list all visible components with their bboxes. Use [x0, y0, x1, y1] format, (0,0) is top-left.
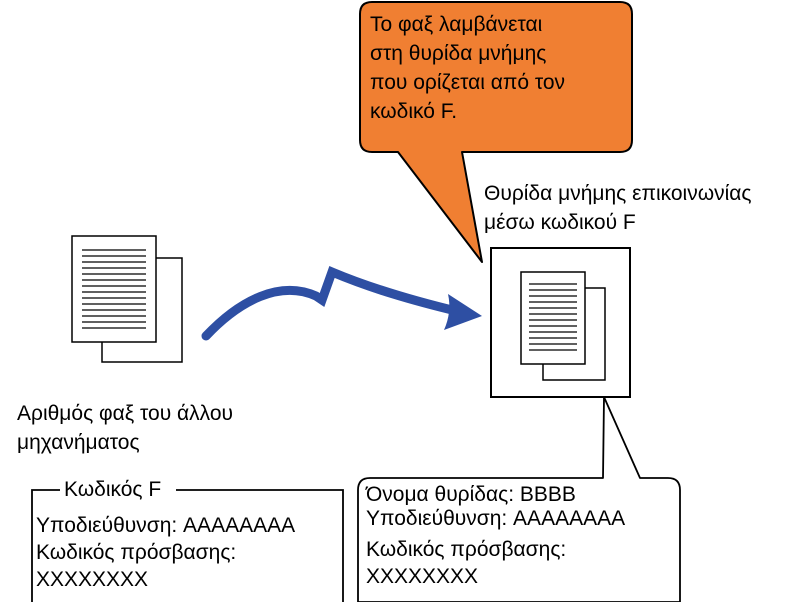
callout-line-1: Το φαξ λαμβάνεται	[370, 13, 543, 36]
transmission-arrow	[201, 266, 482, 341]
sender-label-line-1: Αριθμός φαξ του άλλου	[17, 402, 234, 425]
fcode-subaddress: Υποδιεύθυνση: AAAAAAAA	[36, 514, 296, 537]
mailbox-title-line-2: μέσω κωδικού F	[484, 211, 636, 234]
callout-line-4: κωδικό F.	[370, 100, 458, 123]
mailbox-title-line-1: Θυρίδα μνήμης επικοινωνίας	[484, 182, 752, 205]
callout-line-2: στη θυρίδα μνήμης	[370, 42, 547, 65]
fcode-box-content: Υποδιεύθυνση: AAAAAAAA Κωδικός πρόσβασης…	[36, 512, 295, 593]
mailbox-info-bubble	[357, 396, 681, 602]
mailbox-box-name: Όνομα θυρίδας: BBBB	[366, 483, 576, 506]
callout-bubble	[359, 1, 633, 263]
fcode-password-label: Κωδικός πρόσβασης:	[36, 541, 237, 564]
mailbox-title: Θυρίδα μνήμης επικοινωνίας μέσω κωδικού …	[484, 179, 752, 237]
sender-label: Αριθμός φαξ του άλλου μηχανήματος	[17, 399, 233, 457]
fcode-password-value: XXXXXXXX	[36, 568, 149, 591]
fcode-box-legend: Κωδικός F	[64, 478, 162, 501]
memory-box-document-icon	[520, 271, 606, 381]
mailbox-subaddress: Υποδιεύθυνση: AAAAAAAA	[366, 507, 626, 530]
mailbox-box-content: Όνομα θυρίδας: BBBB Υποδιεύθυνση: AAAAAA…	[366, 483, 625, 590]
mailbox-password-label: Κωδικός πρόσβασης:	[366, 538, 567, 561]
callout-text: Το φαξ λαμβάνεται στη θυρίδα μνήμης που …	[370, 10, 630, 126]
mailbox-password-value: XXXXXXXX	[366, 565, 479, 588]
sender-document-icon	[71, 235, 183, 363]
callout-line-3: που ορίζεται από τον	[370, 71, 566, 94]
sender-label-line-2: μηχανήματος	[17, 431, 140, 454]
fcode-box-frame	[31, 489, 344, 602]
